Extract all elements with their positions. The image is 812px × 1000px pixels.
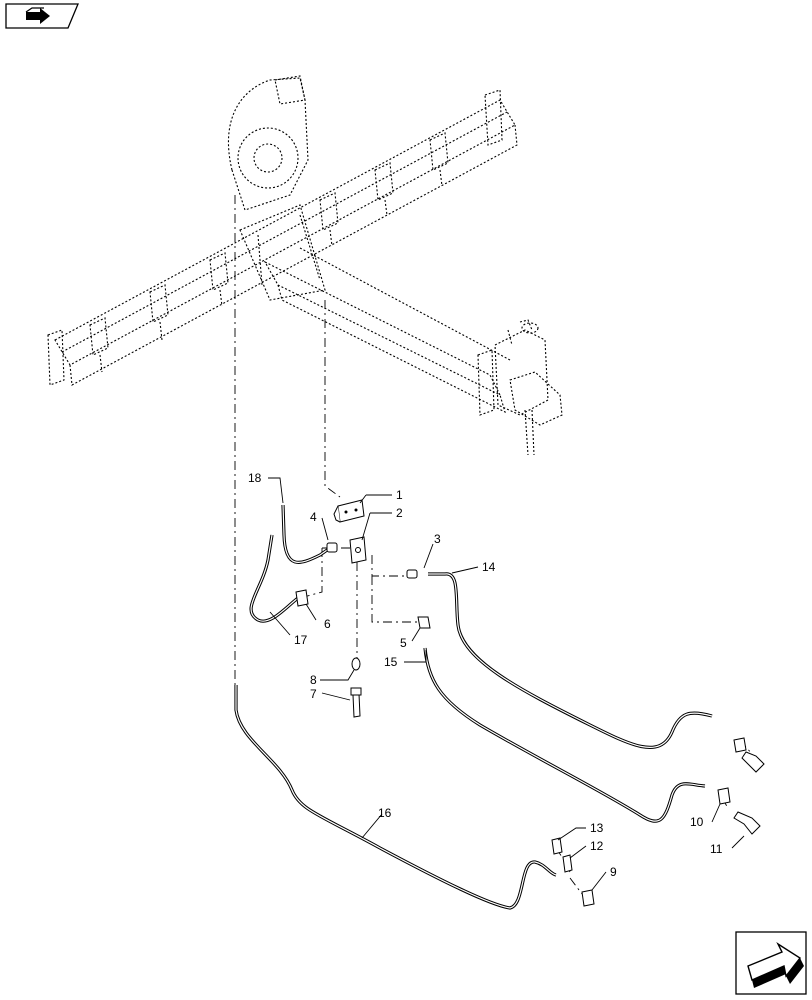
- part-4-fitting: [326, 542, 338, 553]
- callout-9: 9: [610, 865, 617, 879]
- callout-4: 4: [310, 510, 317, 524]
- hose-17: [249, 534, 299, 623]
- part-5-elbow: [417, 616, 431, 629]
- hose-14: [428, 572, 713, 749]
- part-7-bolt: [350, 687, 362, 718]
- hose-18: [281, 504, 331, 564]
- callout-8: 8: [310, 673, 317, 687]
- part-2-block: [349, 536, 367, 564]
- callout-2: 2: [396, 506, 403, 520]
- callout-1: 1: [396, 488, 403, 502]
- callout-labels: 1 2 3 4 5 6 7 8 9 10 11 12 13 14 15 16 1…: [248, 471, 723, 879]
- callout-17: 17: [294, 633, 308, 647]
- hose-16: [234, 685, 557, 910]
- leader-lines: [268, 477, 745, 891]
- part-11-elbow: [733, 751, 765, 835]
- part-9-plug: [581, 889, 595, 907]
- part-1-bracket: [333, 499, 365, 523]
- part-6-fitting: [295, 589, 309, 607]
- part-3-fitting: [406, 569, 418, 579]
- next-page-arrow-icon[interactable]: [735, 931, 807, 995]
- book-arrow-icon[interactable]: [5, 3, 79, 29]
- callout-16: 16: [378, 806, 392, 820]
- callout-3: 3: [434, 532, 441, 546]
- part-12-clip: [562, 854, 573, 873]
- callout-13: 13: [590, 821, 604, 835]
- part-10-coupler: [717, 737, 747, 805]
- callout-7: 7: [310, 687, 317, 701]
- callout-5: 5: [400, 636, 407, 650]
- callout-12: 12: [590, 839, 604, 853]
- hose-15: [423, 647, 706, 823]
- toolbar-frame: [47, 75, 563, 456]
- callout-6: 6: [324, 617, 331, 631]
- part-8-washer: [351, 657, 361, 671]
- callout-10: 10: [690, 815, 704, 829]
- callout-15: 15: [384, 655, 398, 669]
- part-13-coupler: [551, 837, 563, 855]
- callout-14: 14: [482, 560, 496, 574]
- callout-18: 18: [248, 471, 262, 485]
- callout-11: 11: [710, 842, 723, 856]
